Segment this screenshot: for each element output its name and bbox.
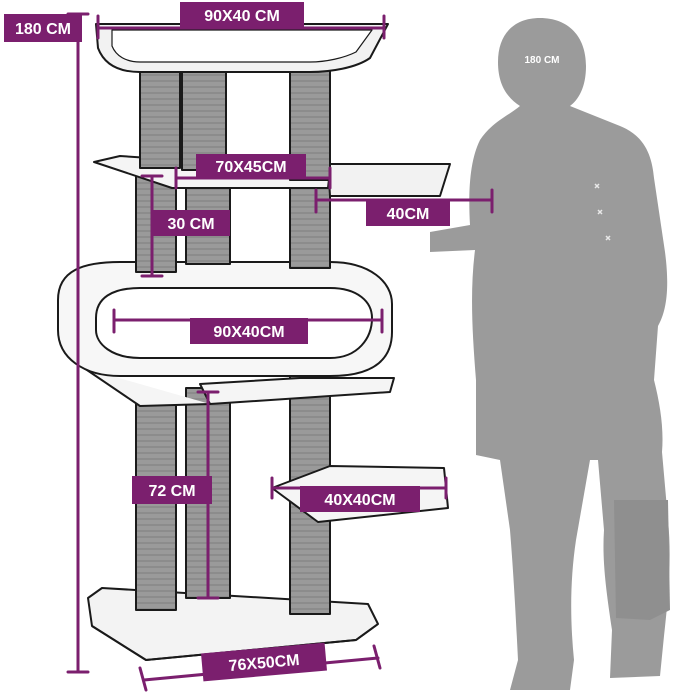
upper-post-left — [139, 63, 181, 169]
label-side-platform: 40X40CM — [324, 492, 395, 509]
label-top-bed: 90X40 CM — [204, 8, 280, 25]
label-hammock: 40CM — [387, 206, 430, 223]
middle-post-right — [289, 175, 331, 269]
label-lower-post: 72 CM — [148, 483, 195, 500]
base-board — [87, 587, 379, 661]
hammock — [327, 163, 451, 197]
label-cave: 90X40CM — [213, 324, 284, 341]
label-total-height: 180 CM — [15, 21, 71, 38]
shirt-detail — [594, 183, 611, 241]
lower-post-left — [135, 399, 177, 611]
dimension-text: 180 CM 90X40 CM 70X45CM 40CM 30 CM 90X40… — [15, 8, 429, 675]
dimension-labels — [4, 2, 450, 682]
label-base: 76X50CM — [228, 652, 300, 675]
person-silhouette — [430, 18, 670, 690]
person-height-label: 180 CM — [524, 55, 559, 66]
lower-ledge — [83, 367, 395, 407]
label-upper-platform: 70X45CM — [215, 159, 286, 176]
upper-post-middle — [181, 65, 227, 171]
label-post-gap: 30 CM — [167, 216, 214, 233]
